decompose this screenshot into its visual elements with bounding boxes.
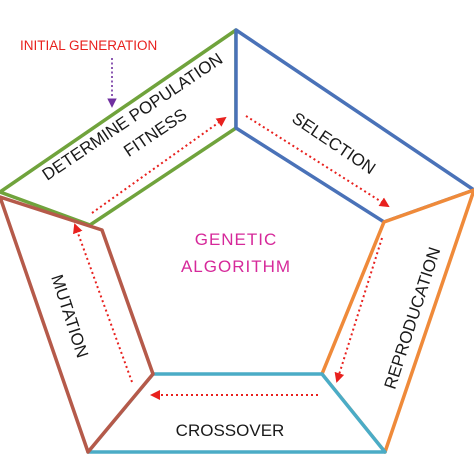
stage-segment-selection (234, 28, 474, 224)
stage-segment-mutation (0, 195, 155, 454)
center-title-line1: GENETIC (195, 230, 278, 249)
center-title-line2: ALGORITHM (181, 257, 291, 276)
flow-arrow-selection-to-reproduction (245, 115, 390, 208)
stage-label-crossover: CROSSOVER (176, 421, 285, 440)
initial-generation-label: INITIAL GENERATION (20, 38, 157, 53)
flow-arrow-fitness-to-selection (91, 116, 227, 214)
